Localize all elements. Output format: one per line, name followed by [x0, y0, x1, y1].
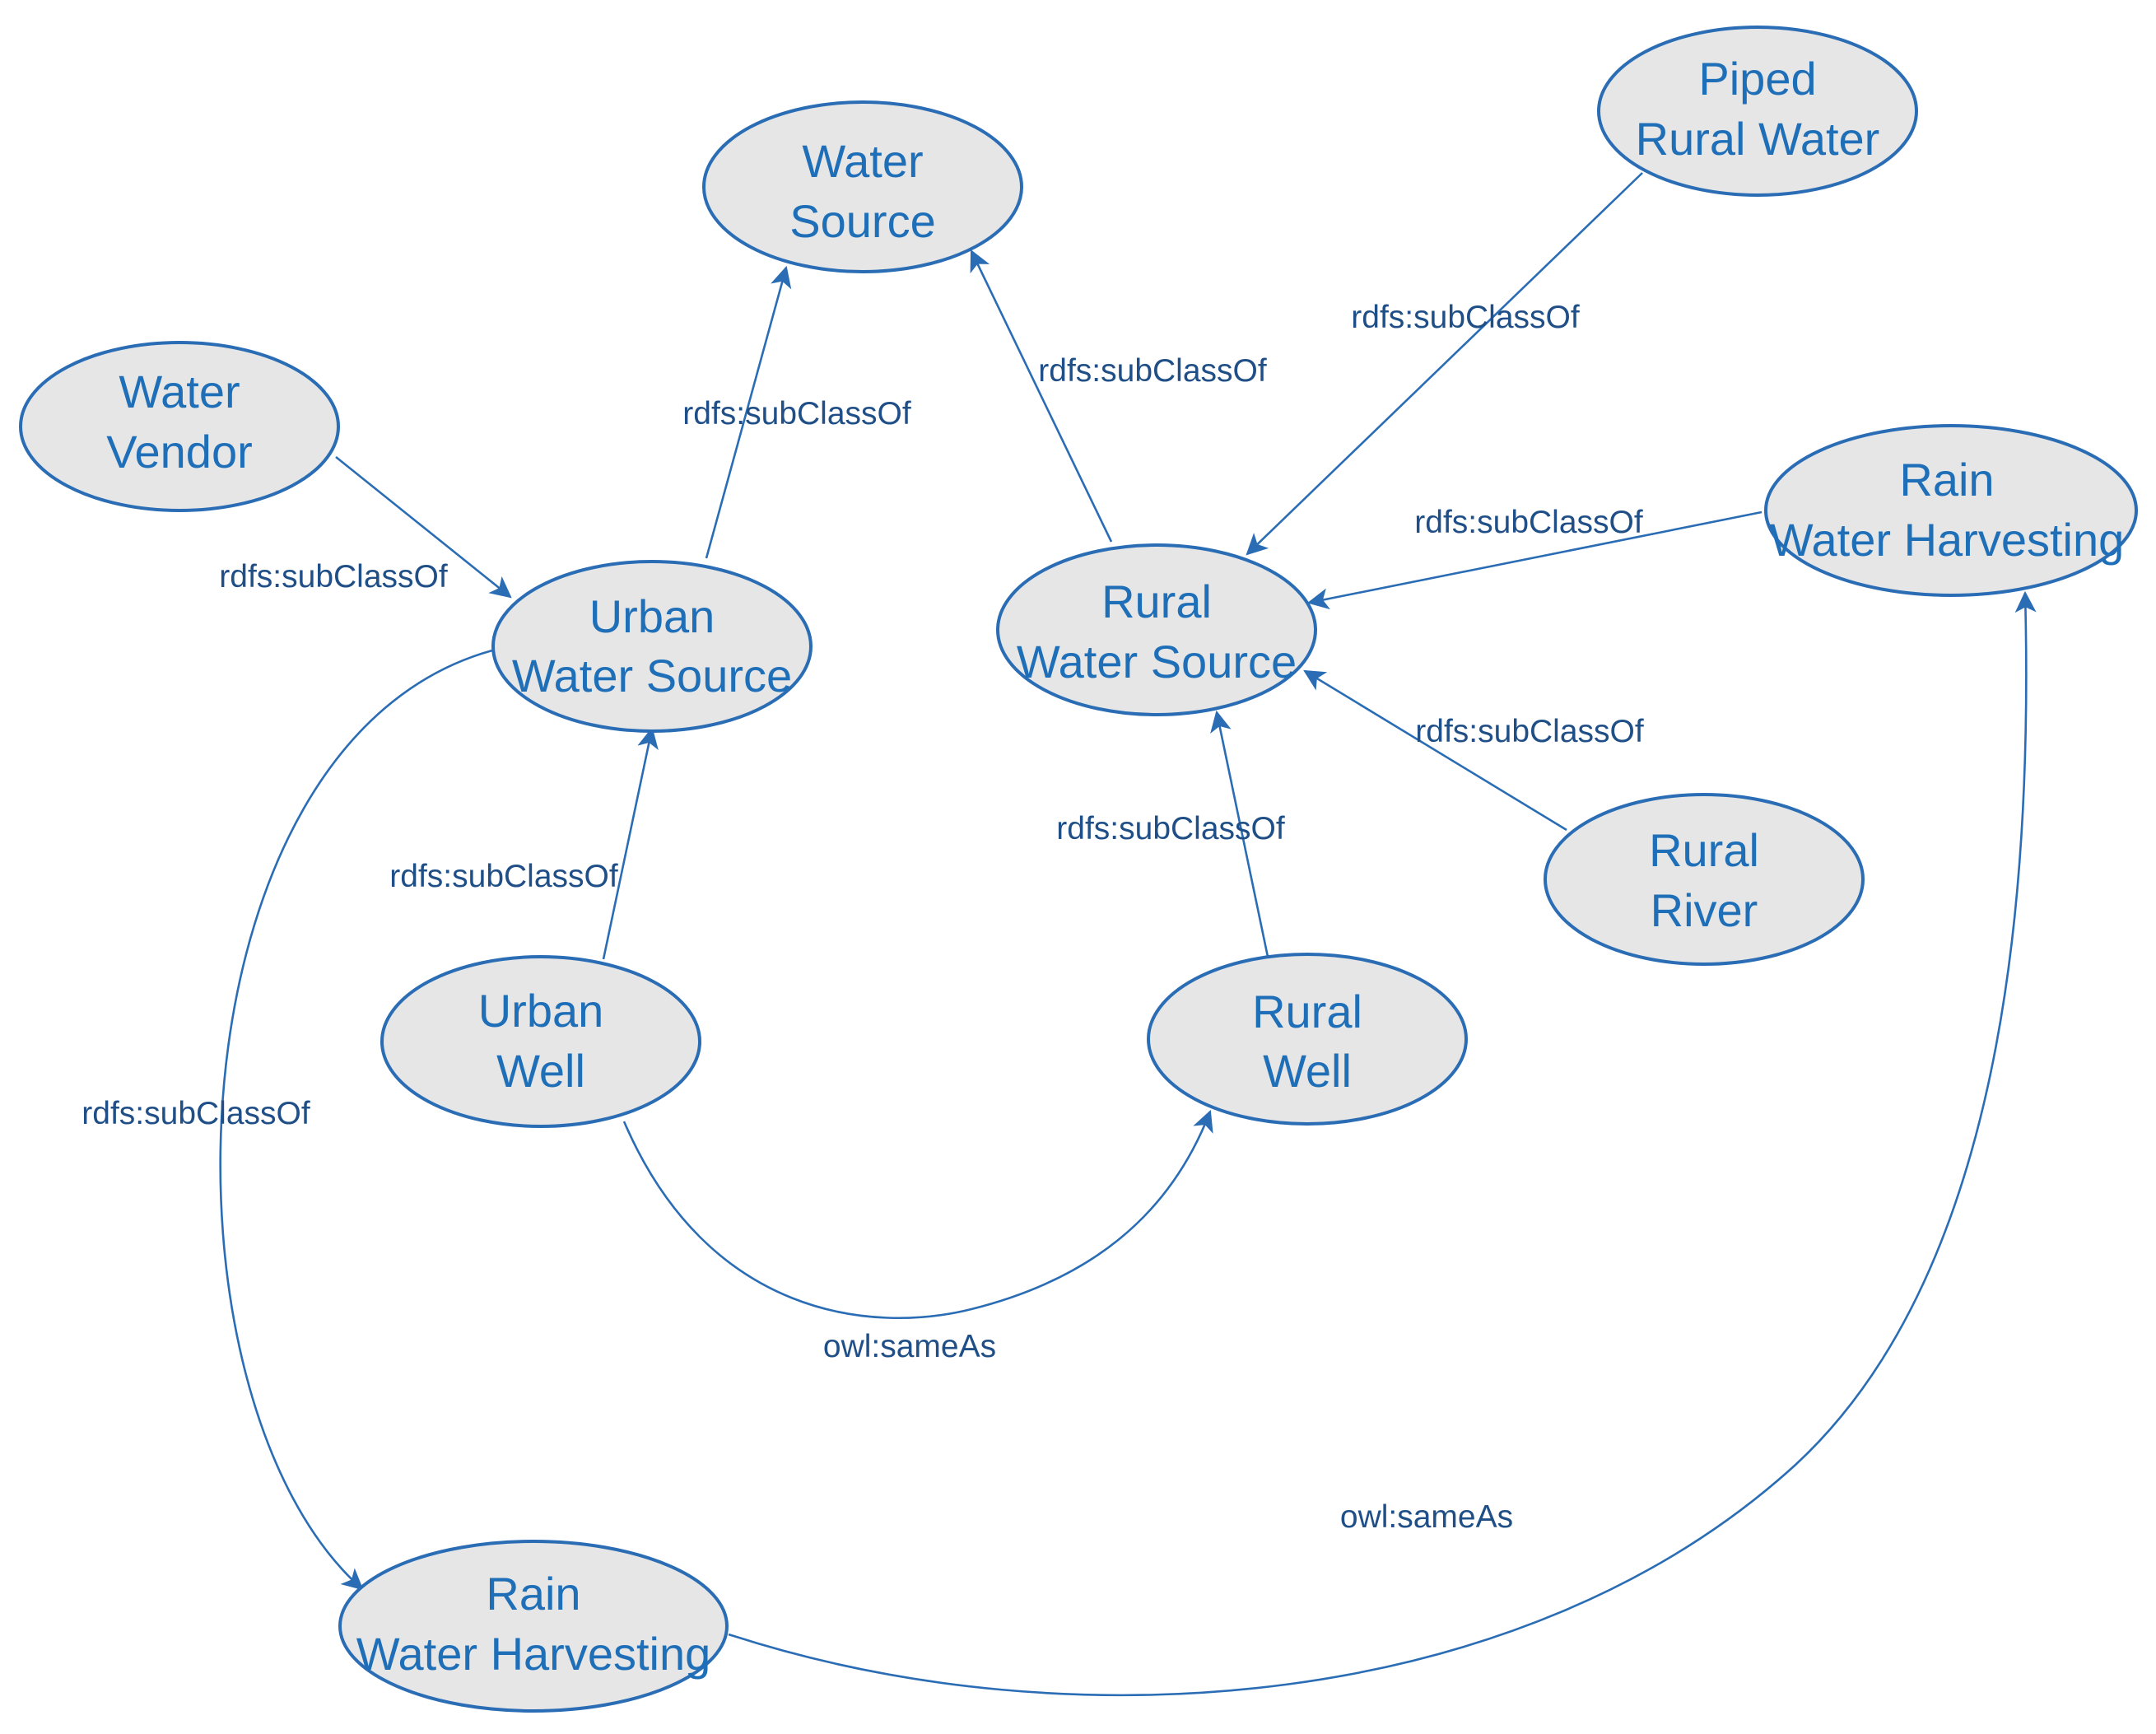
- edges: [219, 172, 2037, 1697]
- edge-wells-same-as: [622, 1109, 1213, 1319]
- edge-label-ruralwell-to-rural: rdfs:subClassOf: [1056, 811, 1285, 846]
- edge-urban-to-rainurban: [219, 649, 493, 1591]
- node-water-vendor: Water Vendor: [19, 341, 340, 512]
- node-rain-water-harvesting-right: Rain Water Harvesting: [1764, 424, 2138, 597]
- node-rural-river-line1: Rural: [1649, 824, 1759, 876]
- edge-urbanwell-to-urban: [602, 726, 659, 960]
- nodes: Water Source Piped Rural Water Water Ven…: [19, 26, 2138, 1713]
- node-rural-river-line2: River: [1651, 884, 1758, 936]
- edge-label-rainrural-to-rural: rdfs:subClassOf: [1414, 505, 1643, 540]
- edge-piped-to-rural: [1246, 172, 1643, 556]
- edge-labels: rdfs:subClassOf rdfs:subClassOf rdfs:sub…: [81, 300, 1644, 1535]
- edge-label-urban-to-water-source: rdfs:subClassOf: [682, 396, 911, 431]
- edge-label-urban-to-rainurban: rdfs:subClassOf: [81, 1096, 310, 1131]
- node-water-source-line1: Water: [802, 135, 923, 187]
- node-water-vendor-line2: Vendor: [106, 426, 253, 478]
- node-urban-well-line1: Urban: [478, 985, 604, 1037]
- node-piped-rural-water-line1: Piped: [1698, 53, 1816, 105]
- node-piped-rural-water: Piped Rural Water: [1597, 26, 1918, 197]
- node-rural-river: Rural River: [1544, 793, 1865, 966]
- node-rain-water-harvesting-right-line1: Rain: [1899, 454, 1994, 506]
- edge-urban-to-water-source: [705, 265, 792, 559]
- node-piped-rural-water-line2: Rural Water: [1636, 113, 1880, 165]
- node-urban-well-line2: Well: [496, 1045, 585, 1097]
- node-urban-water-source-line2: Water Source: [512, 650, 792, 702]
- node-rural-water-source-line1: Rural: [1101, 576, 1212, 627]
- node-water-source-line2: Source: [789, 195, 935, 247]
- node-rain-water-harvesting-right-line2: Water Harvesting: [1770, 514, 2125, 566]
- node-rural-well-line2: Well: [1263, 1045, 1352, 1097]
- node-rural-water-source-line2: Water Source: [1017, 636, 1297, 688]
- node-rain-water-harvesting-bottom-line2: Water Harvesting: [356, 1628, 711, 1680]
- edge-river-to-rural: [1303, 669, 1567, 832]
- edge-ruralwell-to-rural: [1210, 710, 1269, 958]
- edge-label-wells-same-as: owl:sameAs: [823, 1329, 996, 1364]
- node-rural-well-line1: Rural: [1252, 986, 1362, 1037]
- node-rural-water-source: Rural Water Source: [996, 543, 1317, 716]
- edge-label-piped-to-rural: rdfs:subClassOf: [1351, 300, 1580, 335]
- node-urban-water-source: Urban Water Source: [491, 560, 813, 733]
- edge-label-rain-same-as: owl:sameAs: [1340, 1499, 1513, 1535]
- edge-label-river-to-rural: rdfs:subClassOf: [1415, 714, 1644, 749]
- node-water-source: Water Source: [702, 100, 1023, 273]
- node-urban-well: Urban Well: [380, 955, 701, 1128]
- edge-rural-to-water-source: [970, 249, 1113, 543]
- edge-rain-same-as: [728, 590, 2037, 1697]
- node-rain-water-harvesting-bottom: Rain Water Harvesting: [338, 1540, 729, 1713]
- edge-vendor-to-urban: [335, 455, 512, 599]
- node-rain-water-harvesting-bottom-line1: Rain: [486, 1568, 580, 1620]
- edge-rainrural-to-rural: [1306, 510, 1763, 610]
- node-rural-well: Rural Well: [1147, 953, 1468, 1126]
- edge-label-rural-to-water-source: rdfs:subClassOf: [1038, 353, 1267, 389]
- edge-label-vendor-to-urban: rdfs:subClassOf: [219, 559, 448, 594]
- node-water-vendor-line1: Water: [119, 366, 240, 417]
- edge-label-urbanwell-to-urban: rdfs:subClassOf: [389, 859, 618, 894]
- node-urban-water-source-line1: Urban: [589, 590, 715, 642]
